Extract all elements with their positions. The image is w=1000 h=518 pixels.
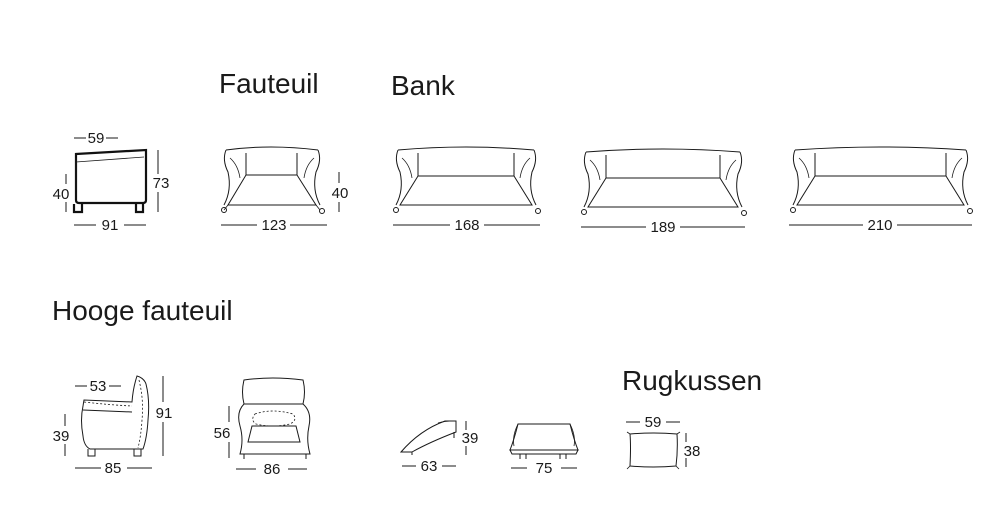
bank-168-drawing: [393, 146, 541, 214]
fauteuil-side-dimension-lines: [65, 137, 159, 226]
rugkussen-width-label: 59: [645, 414, 662, 431]
hocker-side-height-label: 39: [462, 430, 479, 447]
hooge-side-seat-height-label: 39: [53, 428, 70, 445]
fauteuil-side-depth-top-label: 59: [88, 130, 105, 147]
hooge-fauteuil-side-drawing: [81, 375, 150, 457]
bank-189-drawing: [581, 148, 747, 216]
hooge-fauteuil-side-dimension-lines: [64, 376, 164, 469]
hocker-side-dimension-lines: [402, 421, 467, 467]
hooge-side-height-label: 91: [156, 405, 173, 422]
heading-hooge-fauteuil: Hooge fauteuil: [52, 295, 233, 326]
rugkussen-dimension-lines: [626, 421, 687, 467]
fauteuil-side-depth-label: 91: [102, 217, 119, 234]
hooge-side-depth-top-label: 53: [90, 378, 107, 395]
hocker-side-drawing: [399, 420, 457, 455]
rugkussen-drawing: [626, 431, 681, 470]
hooge-side-depth-label: 85: [105, 460, 122, 477]
fauteuil-front-seat-height-label: 40: [332, 185, 349, 202]
bank-210-width-label: 210: [867, 217, 892, 234]
hooge-fauteuil-front-dimension-lines: [228, 406, 307, 470]
heading-fauteuil: Fauteuil: [219, 68, 319, 99]
fauteuil-front-drawing: [221, 146, 325, 214]
heading-bank: Bank: [391, 70, 455, 101]
hocker-front-width-label: 75: [536, 460, 553, 477]
hocker-side-depth-label: 63: [421, 458, 438, 475]
hooge-front-width-label: 86: [264, 461, 281, 478]
bank-189-width-label: 189: [650, 219, 675, 236]
hooge-fauteuil-front-drawing: [238, 377, 311, 459]
bank-168-width-label: 168: [454, 217, 479, 234]
fauteuil-side-seat-height-label: 40: [53, 186, 70, 203]
fauteuil-side-height-label: 73: [153, 175, 170, 192]
fauteuil-front-width-label: 123: [261, 217, 286, 234]
hooge-front-seat-height-label: 56: [214, 425, 231, 442]
bank-210-drawing: [790, 146, 973, 214]
fauteuil-side-drawing: [72, 148, 148, 214]
heading-rugkussen: Rugkussen: [622, 365, 763, 396]
hocker-front-drawing: [509, 423, 579, 459]
rugkussen-height-label: 38: [684, 443, 701, 460]
fauteuil-front-dimension-lines: [221, 172, 340, 226]
